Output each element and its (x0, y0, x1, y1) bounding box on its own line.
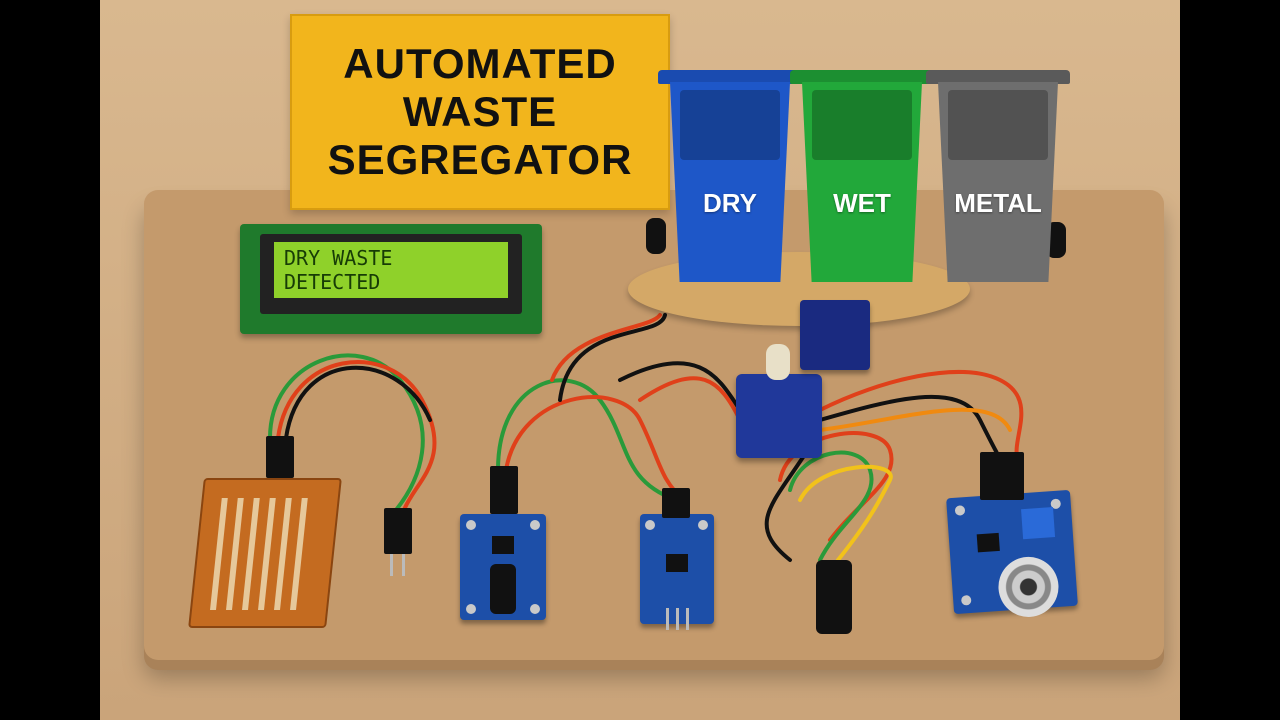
pin (676, 608, 679, 630)
mount-hole (466, 520, 476, 530)
platform-servo (800, 300, 870, 370)
connector (662, 488, 690, 518)
trace (290, 498, 308, 610)
chip (492, 536, 514, 554)
bin-opening (948, 90, 1048, 160)
bin-body (670, 82, 790, 282)
bin-wet: WET (790, 70, 934, 284)
title-sign: AUTOMATED WASTE SEGREGATOR (290, 14, 670, 210)
trace (242, 498, 260, 610)
sensor-head (490, 564, 516, 614)
bin-lid (658, 70, 802, 84)
inductive-sensor (816, 560, 852, 634)
mount-hole (645, 520, 655, 530)
connector (266, 436, 294, 478)
photo-scene: AUTOMATED WASTE SEGREGATOR DRY WASTE DET… (100, 0, 1180, 720)
connector (490, 466, 518, 514)
mount-hole (698, 520, 708, 530)
bin-dry: DRY (658, 70, 802, 284)
pin (686, 608, 689, 630)
bin-label: WET (833, 188, 891, 218)
bin-lid (926, 70, 1070, 84)
wheel (1046, 222, 1066, 258)
bin-lid (790, 70, 934, 84)
lcd-line-1: DRY WASTE (284, 246, 393, 270)
mount-hole (530, 604, 540, 614)
bin-metal: METAL (926, 70, 1070, 284)
trace (210, 498, 228, 610)
bin-body (802, 82, 922, 282)
servo-motor (736, 344, 822, 458)
bin-label: METAL (954, 188, 1042, 218)
trace (226, 498, 244, 610)
bin-label: DRY (703, 188, 757, 218)
trace (274, 498, 292, 610)
sensor-module-2 (640, 514, 714, 624)
sensor-module-1 (460, 514, 546, 620)
connector (980, 452, 1024, 500)
mount-hole (954, 505, 966, 516)
lcd-display: DRY WASTE DETECTED (240, 224, 542, 334)
sign-line-1: AUTOMATED (343, 40, 617, 87)
pin (390, 554, 393, 576)
trace (258, 498, 276, 610)
connector (384, 508, 412, 554)
mount-hole (466, 604, 476, 614)
bin-body (938, 82, 1058, 282)
potentiometer (1021, 507, 1056, 540)
lcd-line-2: DETECTED (284, 270, 381, 294)
lcd-screen: DRY WASTE DETECTED (274, 242, 508, 298)
pin (666, 608, 669, 630)
chip (666, 554, 688, 572)
sign-line-3: SEGREGATOR (327, 136, 633, 183)
moisture-sensor-pad (188, 478, 342, 628)
bin-opening (812, 90, 912, 160)
sign-line-2: WASTE (402, 88, 558, 135)
servo-horn (766, 344, 790, 380)
lcd-frame: DRY WASTE DETECTED (260, 234, 522, 314)
wheel (646, 218, 666, 254)
bin-opening (680, 90, 780, 160)
pin (402, 554, 405, 576)
chip (976, 532, 1000, 553)
ultrasonic-module (946, 489, 1078, 619)
mount-hole (530, 520, 540, 530)
mount-hole (960, 594, 972, 606)
